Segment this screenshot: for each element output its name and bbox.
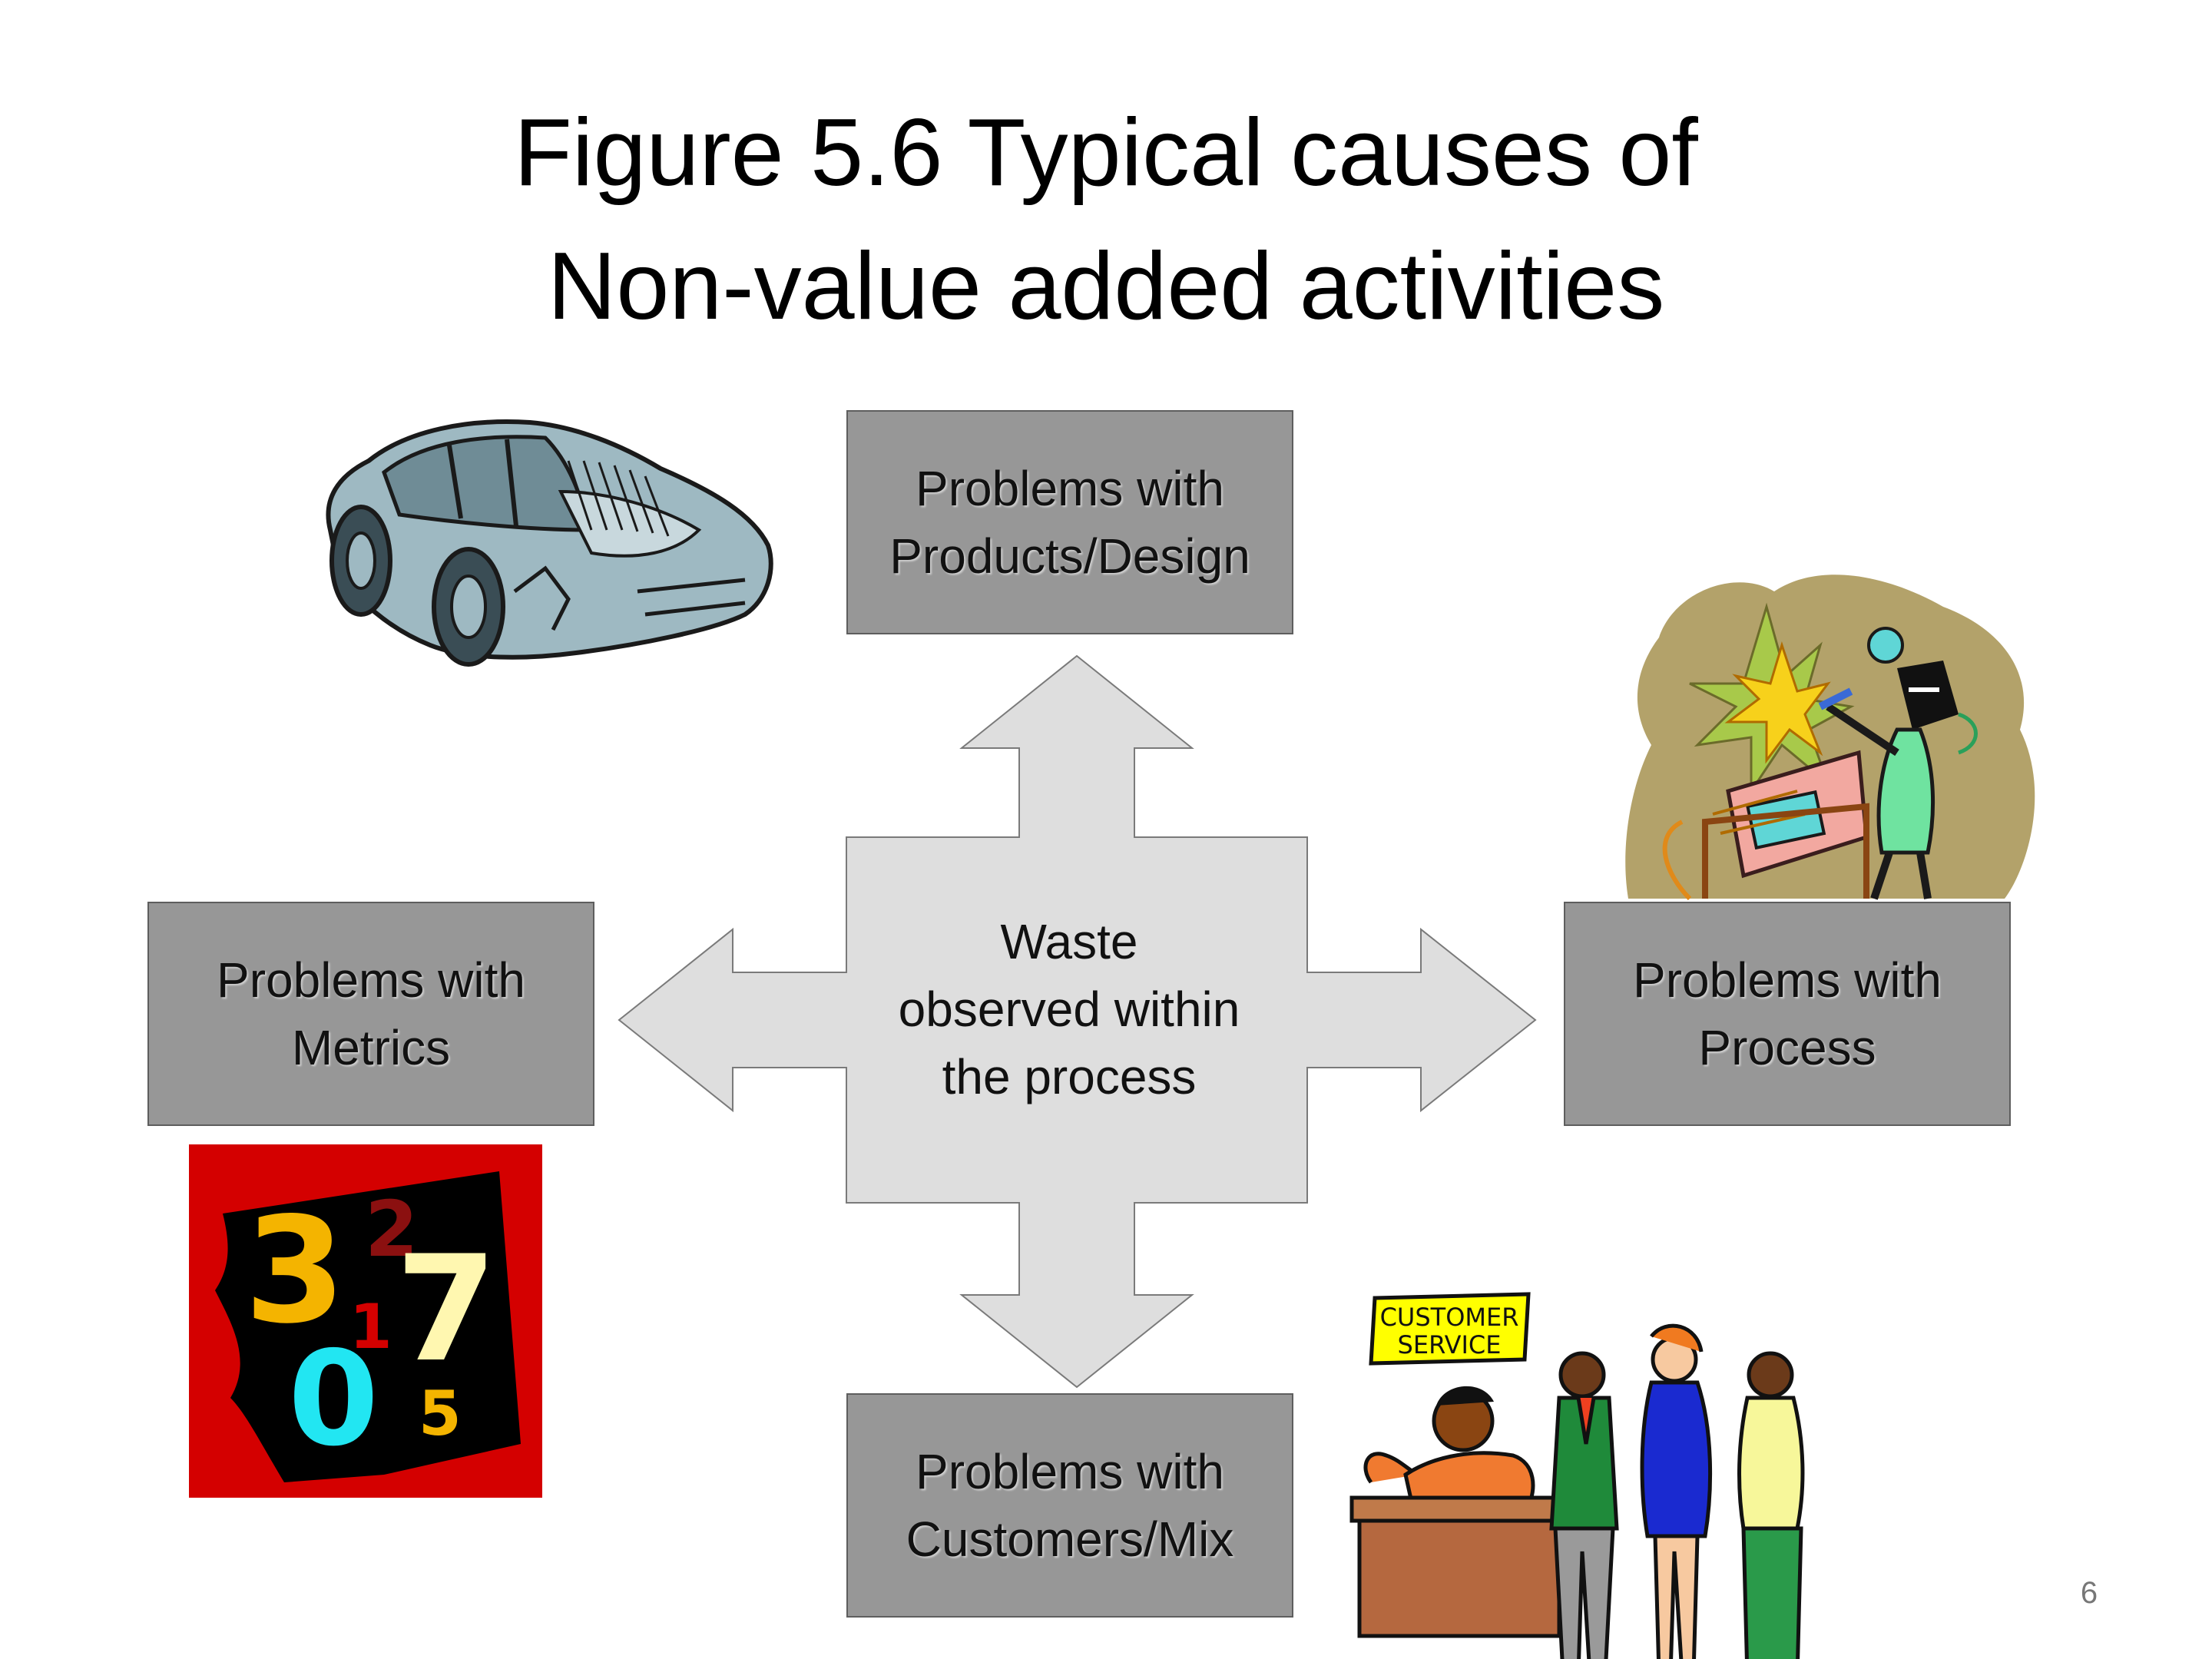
center-line-1: Waste — [1000, 914, 1138, 969]
digit-5: 5 — [419, 1378, 462, 1449]
page-title: Figure 5.6 Typical causes of Non-value a… — [0, 86, 2212, 353]
box-bottom-line-2: Customers/Mix — [906, 1512, 1234, 1567]
customer-sign-line-2: SERVICE — [1398, 1330, 1502, 1359]
box-customers-mix: Problems with Customers/Mix — [846, 1393, 1293, 1618]
center-line-3: the process — [942, 1049, 1197, 1104]
digit-1: 1 — [349, 1291, 392, 1363]
numbers-icon-shape — [215, 1171, 521, 1482]
box-right-line-2: Process — [1698, 1020, 1876, 1075]
customer-service-sign — [1369, 1292, 1531, 1366]
digit-0: 0 — [288, 1323, 379, 1475]
box-left-line-2: Metrics — [291, 1020, 451, 1075]
title-line-1: Figure 5.6 Typical causes of — [514, 100, 1698, 206]
box-right-line-1: Problems with — [1633, 952, 1942, 1008]
center-line-2: observed within — [898, 982, 1240, 1037]
box-top-line-2: Products/Design — [889, 528, 1250, 584]
box-left-line-1: Problems with — [217, 952, 525, 1008]
box-metrics: Problems with Metrics — [147, 902, 594, 1126]
page-number: 6 — [2080, 1576, 2098, 1610]
cross-arrow-shape — [618, 654, 1537, 1389]
box-bottom-line-1: Problems with — [916, 1444, 1224, 1499]
box-process: Problems with Process — [1564, 902, 2011, 1126]
box-products-design: Problems with Products/Design — [846, 410, 1293, 634]
digit-2: 2 — [365, 1184, 419, 1274]
customer-sign-line-1: CUSTOMER — [1380, 1303, 1519, 1332]
center-waste-label: Waste observed within the process — [842, 908, 1296, 1111]
title-line-2: Non-value added activities — [547, 233, 1665, 339]
box-top-line-1: Problems with — [916, 461, 1224, 516]
digit-7: 7 — [396, 1224, 497, 1394]
digit-3: 3 — [244, 1186, 346, 1356]
